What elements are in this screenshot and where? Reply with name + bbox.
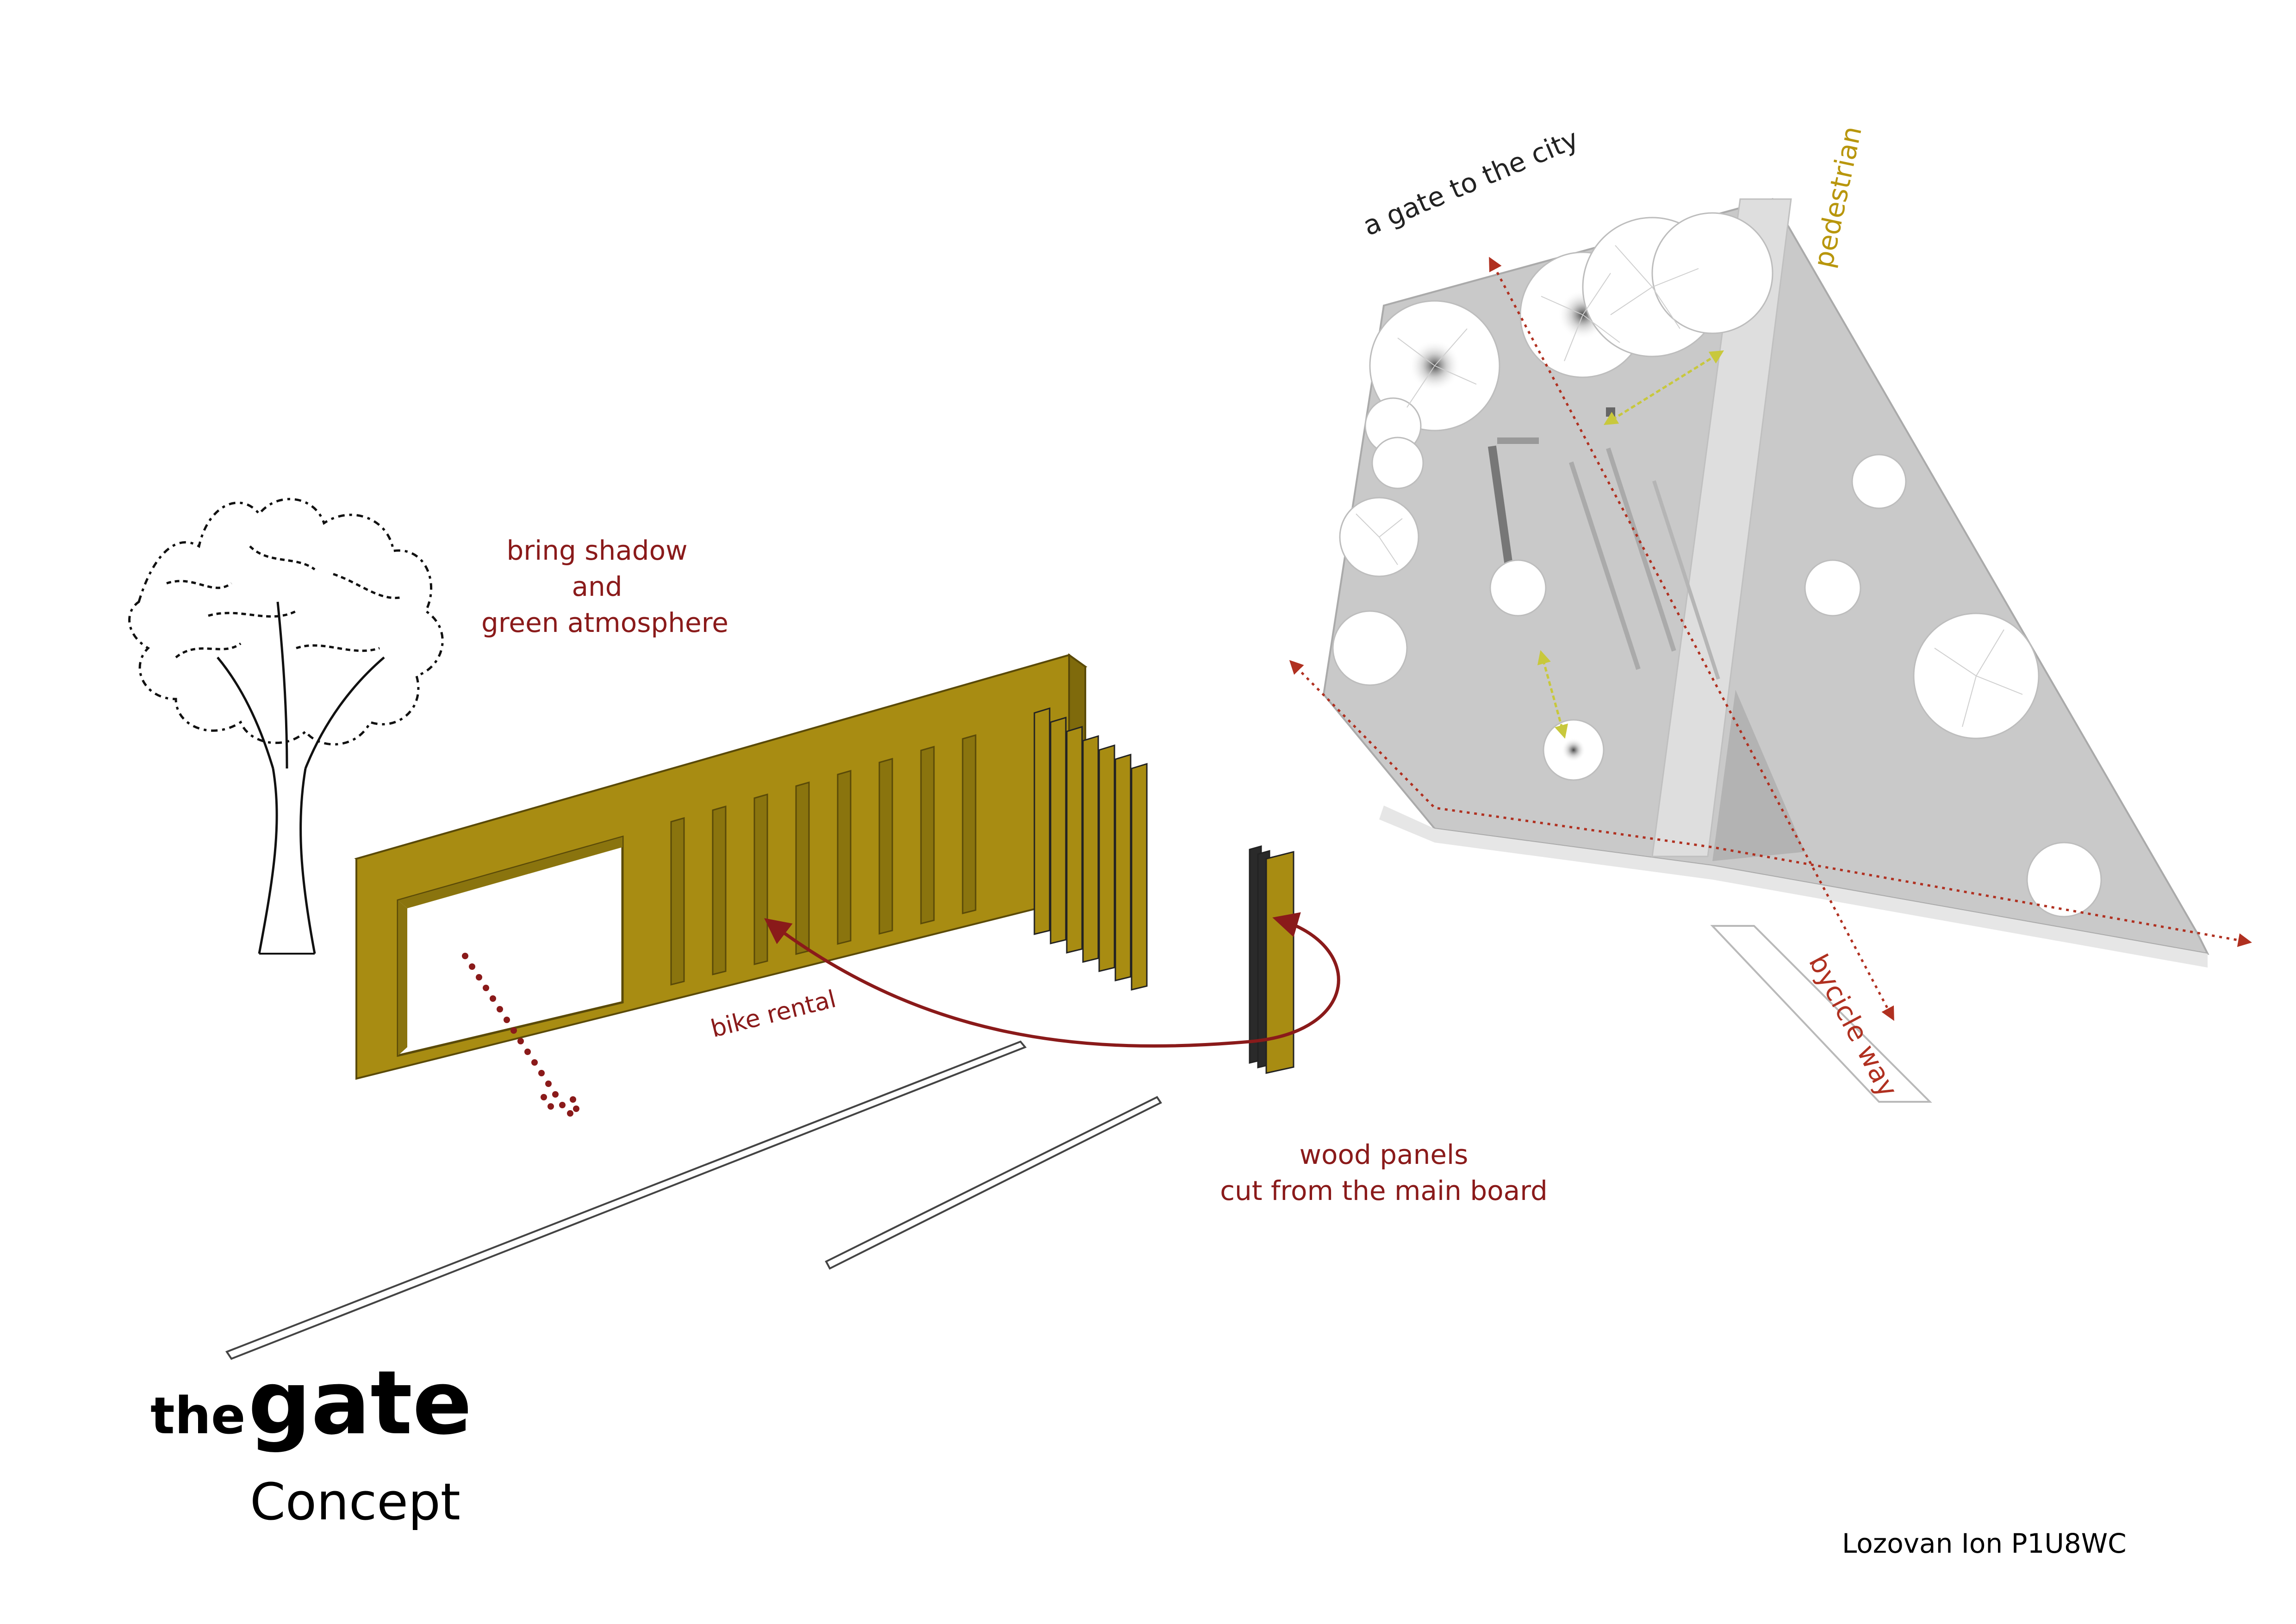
site-plan [1289, 198, 2252, 1103]
shadow-label-line-1: bring shadow [506, 535, 688, 566]
wood-panels-label: wood panels cut from the main board [1203, 1137, 1564, 1209]
panel-stack [1033, 707, 1148, 991]
city-route-line [1289, 660, 2252, 947]
shadow-label: bring shadow and green atmosphere [481, 532, 728, 641]
tree-elevation-icon [128, 498, 444, 955]
title-large: gate [248, 1352, 472, 1454]
bike-dots [462, 953, 579, 1117]
shadow-label-line-2: and [572, 571, 622, 602]
ground-lines [225, 1040, 1162, 1360]
wood-panels-line-1: wood panels [1299, 1139, 1468, 1170]
page-title: the gate [150, 1352, 472, 1454]
bicycle-route-line [1489, 256, 1894, 1021]
wood-panels-cut [1249, 845, 1294, 1074]
title-small: the [150, 1386, 246, 1445]
author-label: Lozovan Ion P1U8WC [1842, 1528, 2127, 1559]
page-subtitle: Concept [250, 1472, 460, 1531]
gate-board [354, 653, 1088, 1080]
cut-arrow [764, 912, 1340, 1048]
wood-panels-line-2: cut from the main board [1220, 1175, 1548, 1206]
shadow-label-line-3: green atmosphere [481, 607, 728, 638]
